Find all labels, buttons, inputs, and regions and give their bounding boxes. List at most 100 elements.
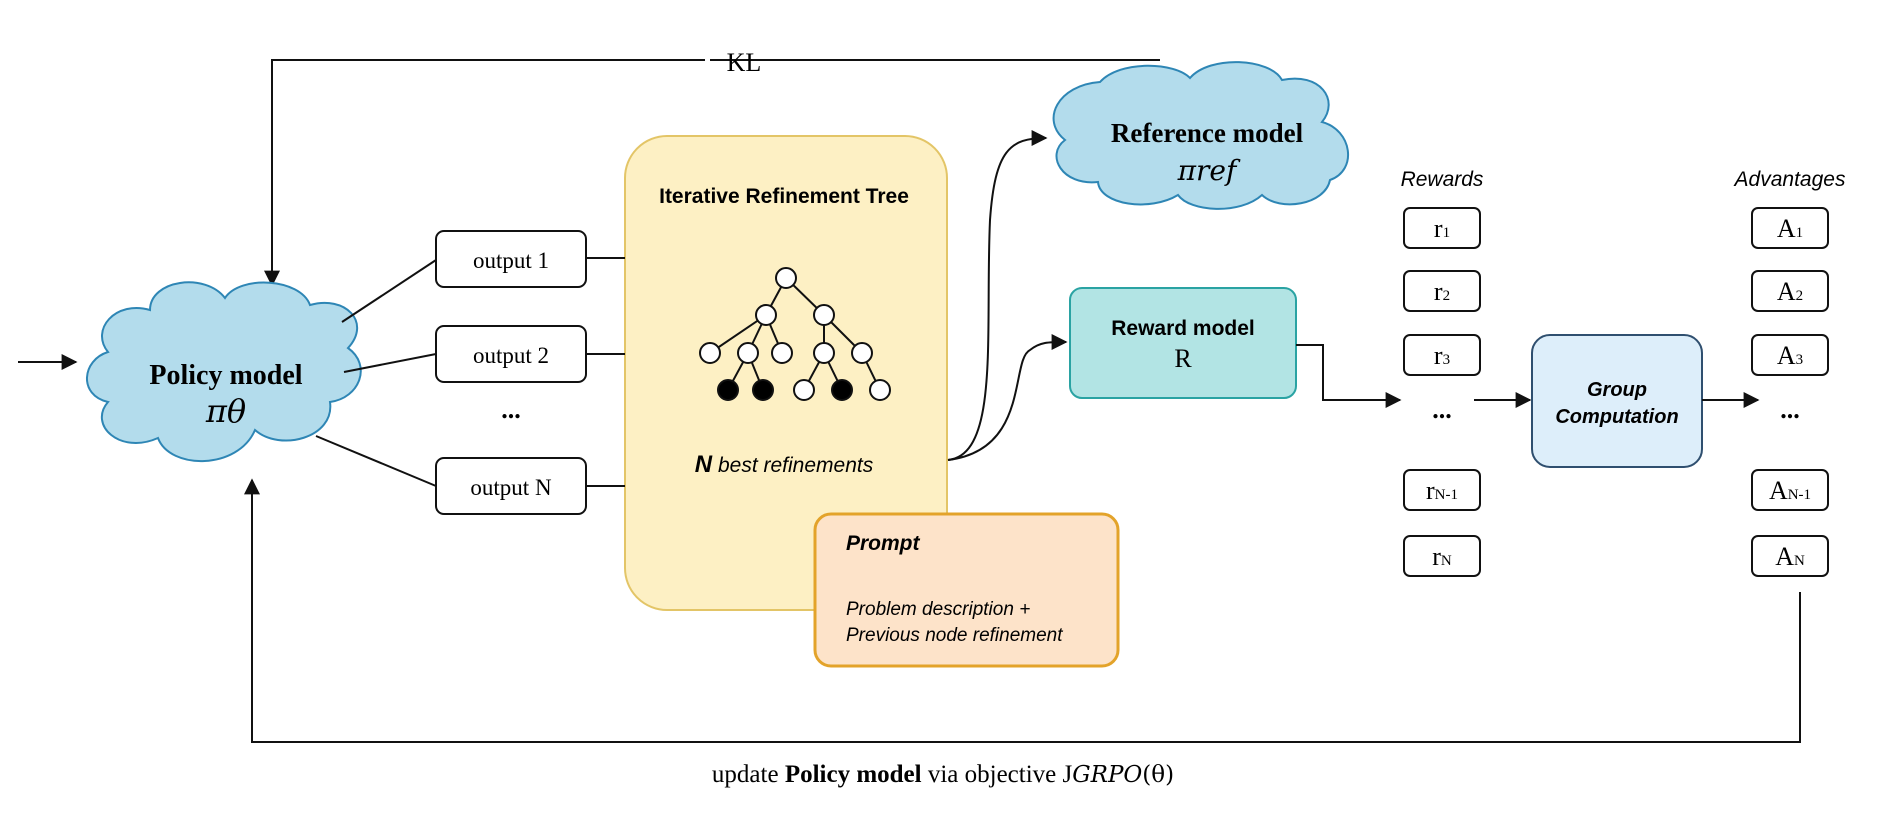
output-box-n: output N	[435, 457, 587, 515]
kl-label: KL	[727, 48, 762, 77]
reward-token-subscript: 3	[1443, 352, 1451, 368]
tree-node-best	[752, 379, 774, 401]
group-computation-box: Group Computation	[1531, 334, 1703, 468]
advantage-token-label: AN	[1775, 542, 1805, 571]
advantage-token-label: A1	[1777, 214, 1803, 243]
reward-token-subscript: N	[1441, 553, 1452, 569]
reference-symbol-ref: ref	[1196, 154, 1241, 187]
advantage-token-base: A	[1777, 341, 1796, 370]
reference-symbol-pi: π	[1177, 154, 1197, 187]
tree-node	[755, 304, 777, 326]
tree-node	[813, 342, 835, 364]
rewards-header: Rewards	[1401, 168, 1484, 191]
advantage-token-label: A3	[1777, 341, 1803, 370]
advantage-token-box	[1751, 270, 1829, 312]
tree-node	[793, 379, 815, 401]
output-box-2: output 2	[435, 325, 587, 383]
reward-token-box	[1403, 207, 1481, 249]
tree-caption: N best refinements	[695, 451, 874, 478]
prompt-line-1: Problem description +	[846, 599, 1030, 620]
policy-output-connectors	[315, 259, 437, 487]
reward-token-label: r3	[1434, 341, 1450, 370]
reward-model-shape	[1069, 287, 1297, 399]
policy-cloud-shape	[86, 281, 362, 463]
reward-token-subscript: N-1	[1435, 487, 1458, 503]
reward-token-box	[1403, 535, 1481, 577]
reference-model-cloud: Reference model πref	[1052, 61, 1350, 210]
advantage-token-base: A	[1777, 277, 1796, 306]
update-caption: update Policy model via objective JGRPO(…	[712, 761, 1174, 788]
kl-connector: KL	[264, 48, 1160, 287]
tree-to-reward-arrow	[947, 334, 1068, 461]
prompt-box-shape	[813, 512, 1120, 668]
advantage-token-subscript: 2	[1796, 288, 1804, 304]
update-prefix: update	[712, 761, 785, 788]
advantage-token-base: A	[1769, 476, 1788, 505]
tree-node-best	[717, 379, 739, 401]
output-list: output 1 output 2 ... output N	[435, 230, 587, 515]
advantage-token-base: A	[1775, 542, 1794, 571]
reward-model-box: Reward model R	[1069, 287, 1297, 399]
update-bold: Policy model	[785, 761, 922, 788]
output-box-1: output 1	[435, 230, 587, 288]
tree-outgoing-connectors	[947, 130, 1068, 461]
advantage-token-N: AN	[1751, 535, 1829, 577]
reference-model-title: Reference model	[1111, 118, 1304, 148]
output-label: output 1	[473, 248, 549, 273]
output-label: output 2	[473, 343, 549, 368]
tree-node	[869, 379, 891, 401]
reward-token-1: r1	[1403, 207, 1481, 249]
reward-token-base: r	[1434, 277, 1443, 306]
advantages-header: Advantages	[1733, 168, 1846, 191]
tree-title: Iterative Refinement Tree	[659, 185, 909, 208]
tree-node	[851, 342, 873, 364]
advantage-token-N-1: AN-1	[1751, 469, 1829, 511]
advantage-token-box	[1751, 469, 1829, 511]
reward-token-label: r1	[1434, 214, 1450, 243]
reward-token-base: r	[1434, 214, 1443, 243]
reward-token-N-1: rN-1	[1403, 469, 1481, 511]
reference-cloud-shape	[1052, 61, 1350, 210]
advantage-token-label: AN-1	[1769, 476, 1811, 505]
reward-token-box	[1403, 334, 1481, 376]
group-computation-shape	[1531, 334, 1703, 468]
tree-graph	[699, 267, 891, 401]
tree-node-root	[775, 267, 797, 289]
kl-line-left	[264, 59, 705, 287]
policy-model-cloud: Policy model πθ	[86, 281, 362, 463]
reward-model-title: Reward model	[1111, 317, 1255, 340]
tree-to-reference-arrow	[947, 130, 1048, 461]
advantage-token-box	[1751, 334, 1829, 376]
reward-token-N: rN	[1403, 535, 1481, 577]
reward-token-label: rN-1	[1426, 476, 1458, 505]
output-label: output N	[470, 475, 552, 500]
advantage-token-1: A1	[1751, 207, 1829, 249]
advantage-token-subscript: N-1	[1788, 487, 1811, 503]
reward-to-rewards-arrow	[1296, 344, 1402, 408]
tree-panel-box	[624, 135, 948, 611]
advantage-token-subscript: 3	[1796, 352, 1804, 368]
reward-token-box	[1403, 270, 1481, 312]
tree-node	[813, 304, 835, 326]
reward-model-symbol: R	[1174, 344, 1192, 373]
group-line-2: Computation	[1555, 406, 1678, 428]
advantage-token-box	[1751, 535, 1829, 577]
advantage-ellipsis: ...	[1780, 395, 1800, 424]
advantage-token-subscript: N	[1794, 553, 1805, 569]
advantage-token-box	[1751, 207, 1829, 249]
reward-token-2: r2	[1403, 270, 1481, 312]
reward-token-box	[1403, 469, 1481, 511]
reference-model-symbol: πref	[1177, 154, 1241, 187]
prompt-box: Prompt Problem description + Previous no…	[813, 512, 1120, 668]
reward-ellipsis: ...	[1432, 395, 1452, 424]
update-middle: via objective J	[922, 761, 1073, 788]
prompt-line-2: Previous node refinement	[846, 625, 1063, 646]
update-italic: GRPO	[1072, 762, 1142, 788]
tree-node-best	[831, 379, 853, 401]
refinement-tree-panel: Iterative Refinement Tree	[624, 135, 948, 611]
